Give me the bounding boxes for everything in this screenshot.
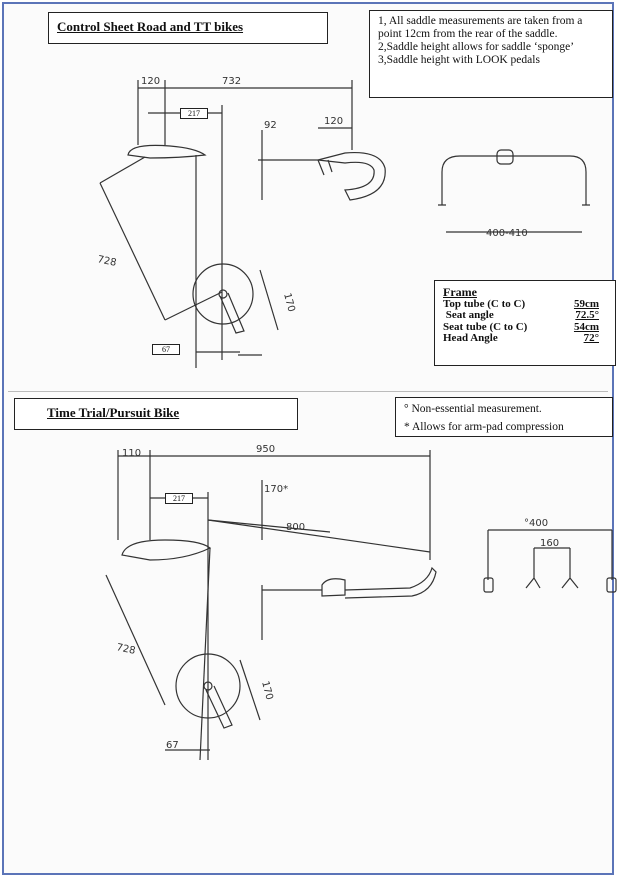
section1-title-box: Control Sheet Road and TT bikes — [48, 12, 328, 44]
extension-right-front — [561, 548, 579, 589]
dim-text-stem-120: 120 — [324, 116, 343, 127]
bb-1 — [218, 289, 228, 299]
note-1: 1, All saddle measurements are taken fro… — [378, 15, 583, 40]
section2-notes-box: ° Non-essential measurement. * Allows fo… — [395, 397, 613, 437]
aero-extension — [344, 566, 437, 599]
note-nonessential: ° Non-essential measurement. — [404, 403, 542, 415]
frame-row: Seat angle 72.5° — [443, 309, 607, 322]
note-3: 3,Saddle height with LOOK pedals — [378, 54, 540, 66]
saddle-2 — [121, 539, 212, 561]
drop-bar-side — [317, 151, 386, 201]
bb-2 — [203, 681, 213, 691]
frame-label: Head Angle — [443, 332, 498, 344]
frame-value: 72° — [583, 332, 599, 344]
frame-row: Seat tube (C to C) 54cm — [443, 320, 607, 334]
dim-line-800 — [207, 519, 331, 533]
frame-label: Seat tube (C to C) — [443, 320, 528, 333]
stem-clamp — [496, 149, 514, 165]
dim-text-728-2: 728 — [115, 642, 136, 657]
dim-text-92: 92 — [264, 120, 277, 131]
dim-text-67-2: 67 — [166, 740, 179, 751]
note-armpad: * Allows for arm-pad compression — [404, 421, 564, 433]
bar-end-left — [483, 577, 494, 593]
section1-notes-box: 1, All saddle measurements are taken fro… — [369, 10, 613, 98]
dim-text-crank-2: 170 — [259, 680, 275, 701]
section-divider — [8, 391, 608, 392]
dim-line-728-2 — [105, 574, 166, 706]
dim-text-120: 120 — [141, 76, 160, 87]
frame-row: Top tube (C to C) 59cm — [443, 297, 607, 311]
crank-arm-2 — [205, 685, 233, 729]
note-2: 2,Saddle height allows for saddle ‘spong… — [378, 41, 575, 53]
dim-text-400: °400 — [524, 518, 548, 529]
section2-title-box: Time Trial/Pursuit Bike — [14, 398, 298, 430]
dim-text-bar-width: 400-410 — [486, 228, 528, 239]
dim-tick-728a — [99, 156, 146, 184]
crank-arm-1 — [219, 292, 245, 334]
dim-text-800: 800 — [286, 522, 305, 533]
dim-text-170-star: 170* — [264, 484, 288, 495]
arm-pad — [262, 578, 346, 597]
bar-end-right — [606, 577, 617, 593]
brake-lever-1 — [317, 159, 333, 176]
dim-text-728: 728 — [96, 254, 117, 269]
bar-uprights-2 — [487, 530, 613, 580]
frame-value: 59cm — [573, 297, 599, 310]
dim-line-170-2 — [239, 659, 261, 721]
chainring-1 — [192, 263, 254, 325]
dim-text-170: 170 — [281, 292, 297, 313]
label-67: 67 — [152, 344, 180, 355]
frame-value: 72.5° — [575, 309, 599, 321]
saddle-1 — [127, 144, 207, 159]
dim-line-728 — [99, 182, 166, 321]
frame-value: 54cm — [573, 320, 599, 333]
section1-title: Control Sheet Road and TT bikes — [57, 19, 244, 34]
dim-line-170 — [259, 269, 279, 331]
frame-row: Head Angle 72° — [443, 332, 607, 345]
extension-left-front — [525, 548, 541, 589]
chainring-2 — [175, 653, 241, 719]
label-217: 217 — [180, 108, 208, 119]
frame-label: Top tube (C to C) — [443, 297, 526, 310]
frame-table: Frame Top tube (C to C) 59cm Seat angle 72… — [434, 280, 616, 366]
dim-text-110: 110 — [122, 448, 141, 459]
dim-text-950: 950 — [256, 444, 275, 455]
top-tube-2 — [207, 519, 431, 553]
bar-front-view — [441, 155, 587, 205]
section2-title: Time Trial/Pursuit Bike — [47, 405, 180, 420]
dim-tick-728b — [164, 291, 223, 321]
dim-text-732: 732 — [222, 76, 241, 87]
frame-label: Seat angle — [443, 309, 494, 321]
label-217-2: 217 — [165, 493, 193, 504]
dim-text-160: 160 — [540, 538, 559, 549]
frame-heading: Frame — [443, 285, 477, 299]
